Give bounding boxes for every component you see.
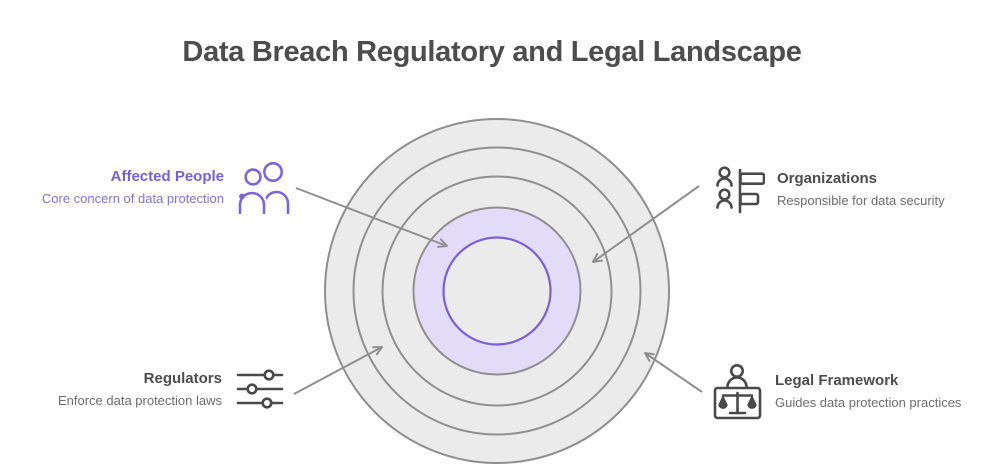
arrow-regulators bbox=[293, 346, 383, 395]
item-organizations: Organizations Responsible for data secur… bbox=[711, 164, 945, 214]
item-description: Core concern of data protection bbox=[41, 190, 224, 206]
ring-core bbox=[442, 236, 552, 346]
item-description: Responsible for data security bbox=[777, 192, 945, 208]
item-legal-framework: Legal Framework Guides data protection p… bbox=[712, 362, 961, 420]
item-affected-people: Affected People Core concern of data pro… bbox=[40, 160, 292, 214]
people-group-icon bbox=[236, 162, 290, 214]
page-title: Data Breach Regulatory and Legal Landsca… bbox=[182, 36, 802, 68]
item-label: Organizations bbox=[777, 169, 878, 187]
item-label: Regulators bbox=[143, 369, 222, 387]
justice-scales-icon bbox=[713, 364, 762, 420]
item-label: Affected People bbox=[110, 167, 224, 185]
arrow-affected-people bbox=[295, 187, 448, 248]
arrow-organizations bbox=[592, 185, 700, 263]
item-legal-framework-texts: Legal Framework Guides data protection p… bbox=[775, 372, 961, 411]
item-affected-people-texts: Affected People Core concern of data pro… bbox=[42, 168, 224, 207]
item-description: Enforce data protection laws bbox=[57, 392, 222, 408]
sliders-icon bbox=[236, 369, 284, 409]
item-description: Guides data protection practices bbox=[775, 394, 962, 410]
item-label: Legal Framework bbox=[775, 371, 899, 389]
org-hierarchy-icon bbox=[716, 166, 765, 214]
item-organizations-texts: Organizations Responsible for data secur… bbox=[777, 170, 945, 209]
item-regulators-texts: Regulators Enforce data protection laws bbox=[58, 370, 222, 409]
item-regulators: Regulators Enforce data protection laws bbox=[40, 368, 284, 410]
arrow-legal-framework bbox=[644, 352, 703, 393]
